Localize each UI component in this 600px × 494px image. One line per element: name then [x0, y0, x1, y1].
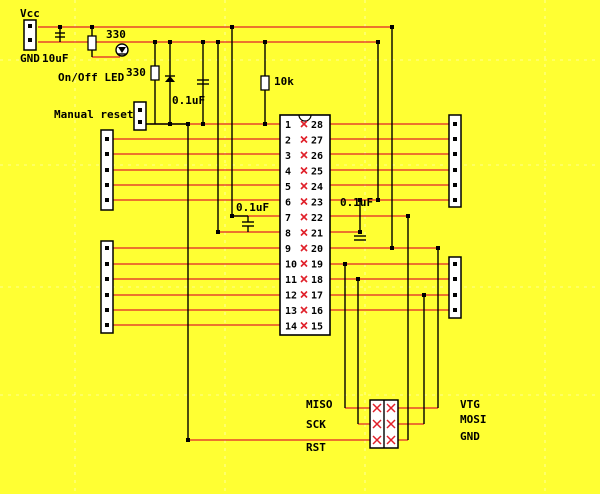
res-330-led-label: 330 — [106, 28, 126, 41]
pin-x-mark — [300, 290, 308, 299]
cap-10uf-label: 10uF — [42, 52, 69, 65]
miso-label: MISO — [306, 398, 333, 411]
chip-pin-right: 27 — [311, 136, 323, 147]
chip-pin-right: 25 — [311, 167, 323, 178]
chip-pin-left: 11 — [285, 275, 297, 286]
res-330-reset-label: 330 — [126, 66, 146, 79]
mosi-label: MOSI — [460, 413, 487, 426]
pin-x-mark — [300, 135, 308, 144]
cap-01uf-left-label: 0.1uF — [236, 201, 269, 214]
pin-x-mark — [300, 151, 308, 159]
vtg-label: VTG — [460, 398, 480, 411]
chip-pins: 1234567891011121314282726252423222120191… — [285, 120, 323, 333]
chip-pin-right: 16 — [311, 306, 323, 317]
pin-x-mark — [300, 306, 308, 314]
pin-x-mark — [300, 228, 308, 237]
chip-pin-right: 21 — [311, 229, 323, 240]
chip-pin-left: 13 — [285, 306, 297, 317]
on-off-led-label: On/Off LED — [58, 71, 125, 84]
pin-x-mark — [300, 166, 308, 175]
chip-pin-left: 7 — [285, 213, 291, 224]
cap-01uf-right-label: 0.1uF — [340, 196, 373, 209]
ic-chip — [279, 114, 331, 336]
gnd-label: GND — [20, 52, 40, 65]
capacitor-01uf-left — [242, 216, 254, 232]
diode-icon — [165, 75, 175, 82]
chip-pin-right: 26 — [311, 151, 323, 162]
cap-01uf-reset-label: 0.1uF — [172, 94, 205, 107]
gnd-isp-label: GND — [460, 430, 480, 443]
chip-pin-right: 28 — [311, 120, 323, 131]
manual-reset-header — [133, 101, 147, 131]
chip-pin-right: 23 — [311, 198, 323, 209]
pin-x-mark — [300, 275, 308, 283]
chip-pin-right: 22 — [311, 213, 323, 224]
chip-pin-right: 20 — [311, 244, 323, 255]
sck-label: SCK — [306, 418, 326, 431]
pin-x-mark — [300, 213, 308, 221]
junction-dots — [58, 25, 440, 442]
red-traces — [38, 26, 455, 441]
vcc-label: Vcc — [20, 7, 40, 20]
res-10k-label: 10k — [274, 75, 294, 88]
resistor-330-reset — [150, 65, 160, 81]
pin-x-mark — [300, 259, 308, 268]
chip-pin-left: 6 — [285, 198, 291, 209]
chip-pin-right: 24 — [311, 182, 323, 193]
chip-pin-left: 9 — [285, 244, 291, 255]
header-left-bottom — [100, 240, 114, 334]
resistor-10k — [260, 75, 270, 91]
chip-pin-right: 15 — [311, 322, 323, 333]
chip-pin-right: 18 — [311, 275, 323, 286]
rst-label: RST — [306, 441, 326, 454]
chip-pin-right: 17 — [311, 291, 323, 302]
pin-x-mark — [300, 120, 308, 128]
chip-pin-left: 5 — [285, 182, 291, 193]
pin-x-mark — [300, 244, 308, 252]
capacitor-01uf-reset — [197, 79, 209, 85]
pin-x-mark — [300, 197, 308, 206]
chip-pin-left: 12 — [285, 291, 297, 302]
resistor-330-led — [87, 35, 97, 51]
chip-pin-left: 3 — [285, 151, 291, 162]
capacitor-01uf-right — [354, 235, 366, 241]
chip-pin-left: 2 — [285, 136, 291, 147]
power-connector — [23, 19, 37, 51]
chip-pin-left: 10 — [285, 260, 297, 271]
pin-x-mark — [300, 182, 308, 190]
isp-connector — [369, 399, 399, 449]
header-right-bottom — [448, 256, 462, 319]
black-wires — [59, 27, 439, 440]
chip-pin-left: 8 — [285, 229, 291, 240]
chip-pin-left: 14 — [285, 322, 297, 333]
manual-reset-label: Manual reset — [54, 108, 133, 121]
chip-pin-left: 1 — [285, 120, 291, 131]
pin-x-mark — [300, 321, 308, 330]
capacitor-10uf — [55, 32, 65, 38]
header-right-top — [448, 114, 462, 208]
led-icon — [115, 43, 129, 57]
header-left-top — [100, 129, 114, 211]
chip-pin-right: 19 — [311, 260, 323, 271]
chip-pin-left: 4 — [285, 167, 291, 178]
